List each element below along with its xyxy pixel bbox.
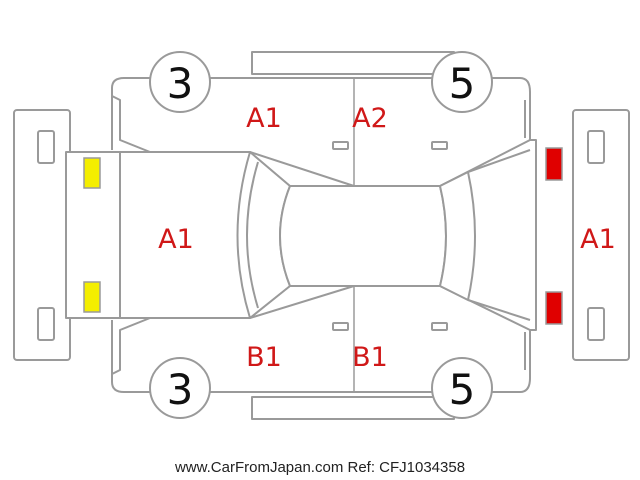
label-rear-bumper: A1	[580, 224, 616, 255]
wheel-rear-right: 5	[431, 357, 493, 419]
label-front-right-door: B1	[246, 342, 282, 373]
wheel-front-right-number: 3	[167, 365, 194, 414]
taillight-right	[545, 291, 563, 325]
rear-window	[439, 171, 476, 301]
rear-bumper	[572, 109, 630, 361]
label-rear-right-door: B1	[352, 342, 388, 373]
label-rear-left-door: A2	[352, 103, 388, 134]
roof-panel	[279, 185, 447, 287]
wheel-rear-right-number: 5	[449, 365, 476, 414]
left-side-body	[111, 77, 531, 151]
door-handle	[332, 141, 349, 150]
label-hood: A1	[158, 224, 194, 255]
roof-rail-bottom	[251, 396, 455, 420]
wheel-front-left: 3	[149, 51, 211, 113]
footer-reference: www.CarFromJapan.com Ref: CFJ1034358	[174, 459, 465, 476]
headlight-left	[83, 157, 101, 189]
door-handle	[431, 141, 448, 150]
wheel-front-left-number: 3	[167, 59, 194, 108]
wheel-rear-left-number: 5	[449, 59, 476, 108]
label-front-left-door: A1	[246, 103, 282, 134]
roof-rail-top	[251, 51, 455, 75]
taillight-left	[545, 147, 563, 181]
door-handle	[431, 322, 448, 331]
headlight-right	[83, 281, 101, 313]
door-handle	[332, 322, 349, 331]
wheel-rear-left: 5	[431, 51, 493, 113]
wheel-front-right: 3	[149, 357, 211, 419]
right-side-body	[111, 319, 531, 393]
front-bumper	[13, 109, 71, 361]
